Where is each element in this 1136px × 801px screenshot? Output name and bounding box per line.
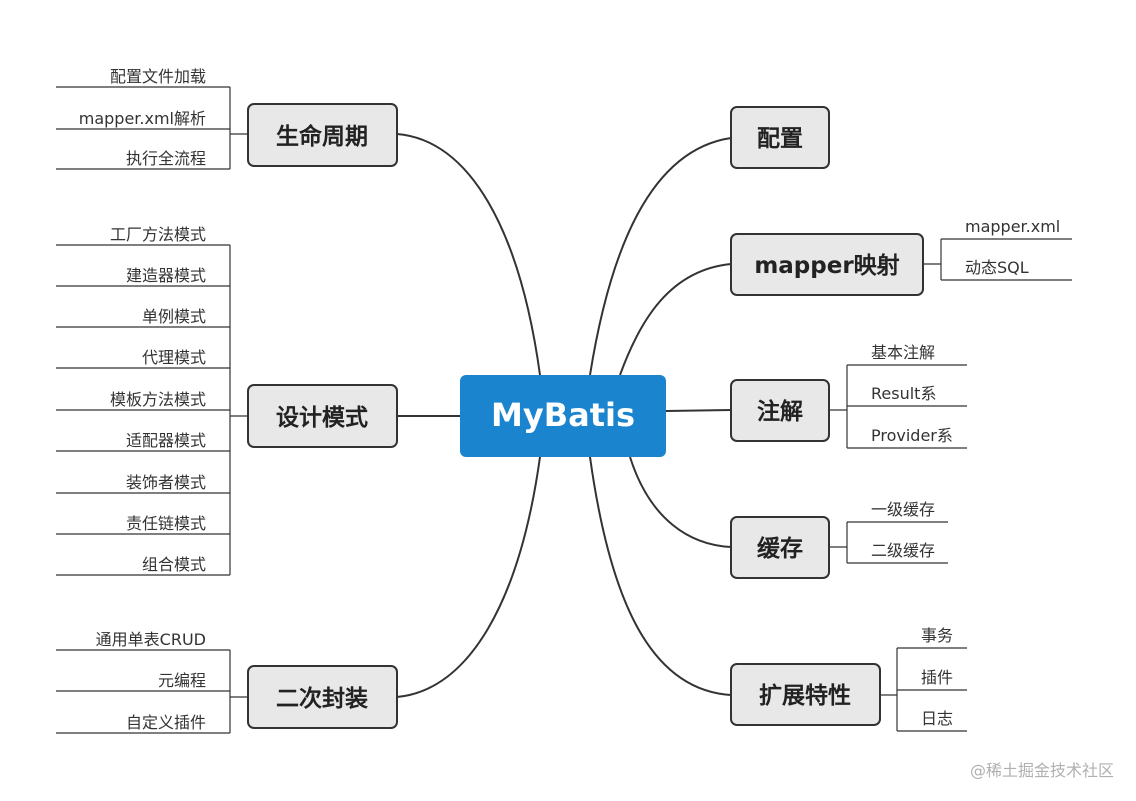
connector-center-cache bbox=[629, 456, 732, 548]
leaf-node[interactable]: mapper.xml解析 bbox=[79, 109, 206, 128]
watermark: @稀土掘金技术社区 bbox=[970, 761, 1114, 780]
leaf-node[interactable]: 装饰者模式 bbox=[126, 473, 206, 492]
connector-center-mapper bbox=[619, 263, 732, 376]
branch-label: 配置 bbox=[757, 126, 803, 152]
connector-center-annotations bbox=[665, 409, 732, 412]
leaf-node[interactable]: Provider系 bbox=[871, 426, 953, 445]
leaf-node[interactable]: 一级缓存 bbox=[871, 500, 935, 519]
connector-center-wrapping bbox=[396, 456, 541, 698]
branch-mapper-mapping[interactable]: mapper映射 bbox=[730, 233, 924, 296]
branch-label: 生命周期 bbox=[276, 123, 368, 150]
leaf-node[interactable]: 自定义插件 bbox=[126, 713, 206, 732]
branch-box bbox=[730, 233, 924, 296]
branch-label: 扩展特性 bbox=[759, 683, 851, 709]
leaf-node[interactable]: 配置文件加载 bbox=[110, 67, 206, 86]
center-label: MyBatis bbox=[491, 396, 635, 434]
leaf-node[interactable]: 插件 bbox=[921, 668, 953, 687]
leaf-node[interactable]: Result系 bbox=[871, 384, 936, 403]
branch-box bbox=[247, 103, 398, 167]
branch-cache[interactable]: 缓存 bbox=[730, 516, 830, 579]
branch-annotations[interactable]: 注解 bbox=[730, 379, 830, 442]
leaf-node[interactable]: 责任链模式 bbox=[126, 514, 206, 533]
leaf-node[interactable]: 基本注解 bbox=[871, 343, 935, 362]
branch-label: 设计模式 bbox=[276, 405, 368, 431]
leaf-node[interactable]: 工厂方法模式 bbox=[110, 225, 206, 244]
branch-lifecycle[interactable]: 生命周期 bbox=[247, 103, 398, 167]
branch-design-patterns[interactable]: 设计模式 bbox=[247, 384, 398, 448]
center-box bbox=[460, 375, 666, 457]
leaf-node[interactable]: 建造器模式 bbox=[126, 266, 206, 285]
center-node[interactable]: MyBatis bbox=[460, 375, 666, 457]
leaf-node[interactable]: 动态SQL bbox=[965, 258, 1029, 277]
branch-secondary-wrapping[interactable]: 二次封装 bbox=[247, 665, 398, 729]
branch-extensions[interactable]: 扩展特性 bbox=[730, 663, 881, 726]
connector-lines bbox=[56, 86, 1072, 734]
leaf-node[interactable]: 元编程 bbox=[158, 671, 206, 690]
branch-box bbox=[730, 106, 830, 169]
connector-center-extensions bbox=[589, 456, 732, 696]
leaf-node[interactable]: 单例模式 bbox=[142, 307, 206, 326]
branch-label: 注解 bbox=[757, 398, 803, 425]
branch-box bbox=[730, 379, 830, 442]
branch-label: 缓存 bbox=[757, 535, 803, 562]
connector-center-lifecycle bbox=[396, 133, 541, 376]
leaf-node[interactable]: 日志 bbox=[921, 709, 953, 728]
leaf-node[interactable]: 二级缓存 bbox=[871, 541, 935, 560]
branch-box bbox=[247, 665, 398, 729]
leaf-node[interactable]: 组合模式 bbox=[142, 555, 206, 574]
leaf-node[interactable]: 事务 bbox=[921, 626, 953, 645]
branch-box bbox=[730, 516, 830, 579]
leaf-node[interactable]: 通用单表CRUD bbox=[96, 630, 206, 649]
branch-label: mapper映射 bbox=[754, 252, 899, 279]
leaf-node[interactable]: 适配器模式 bbox=[126, 431, 206, 450]
leaf-node[interactable]: mapper.xml bbox=[965, 217, 1060, 236]
branch-label: 二次封装 bbox=[276, 685, 368, 712]
leaf-node[interactable]: 模板方法模式 bbox=[110, 390, 206, 409]
branch-box bbox=[247, 384, 398, 448]
branch-config[interactable]: 配置 bbox=[730, 106, 830, 169]
connector-center-config bbox=[589, 137, 732, 376]
leaf-node[interactable]: 代理模式 bbox=[142, 348, 206, 367]
branch-box bbox=[730, 663, 881, 726]
leaf-node[interactable]: 执行全流程 bbox=[126, 149, 206, 168]
